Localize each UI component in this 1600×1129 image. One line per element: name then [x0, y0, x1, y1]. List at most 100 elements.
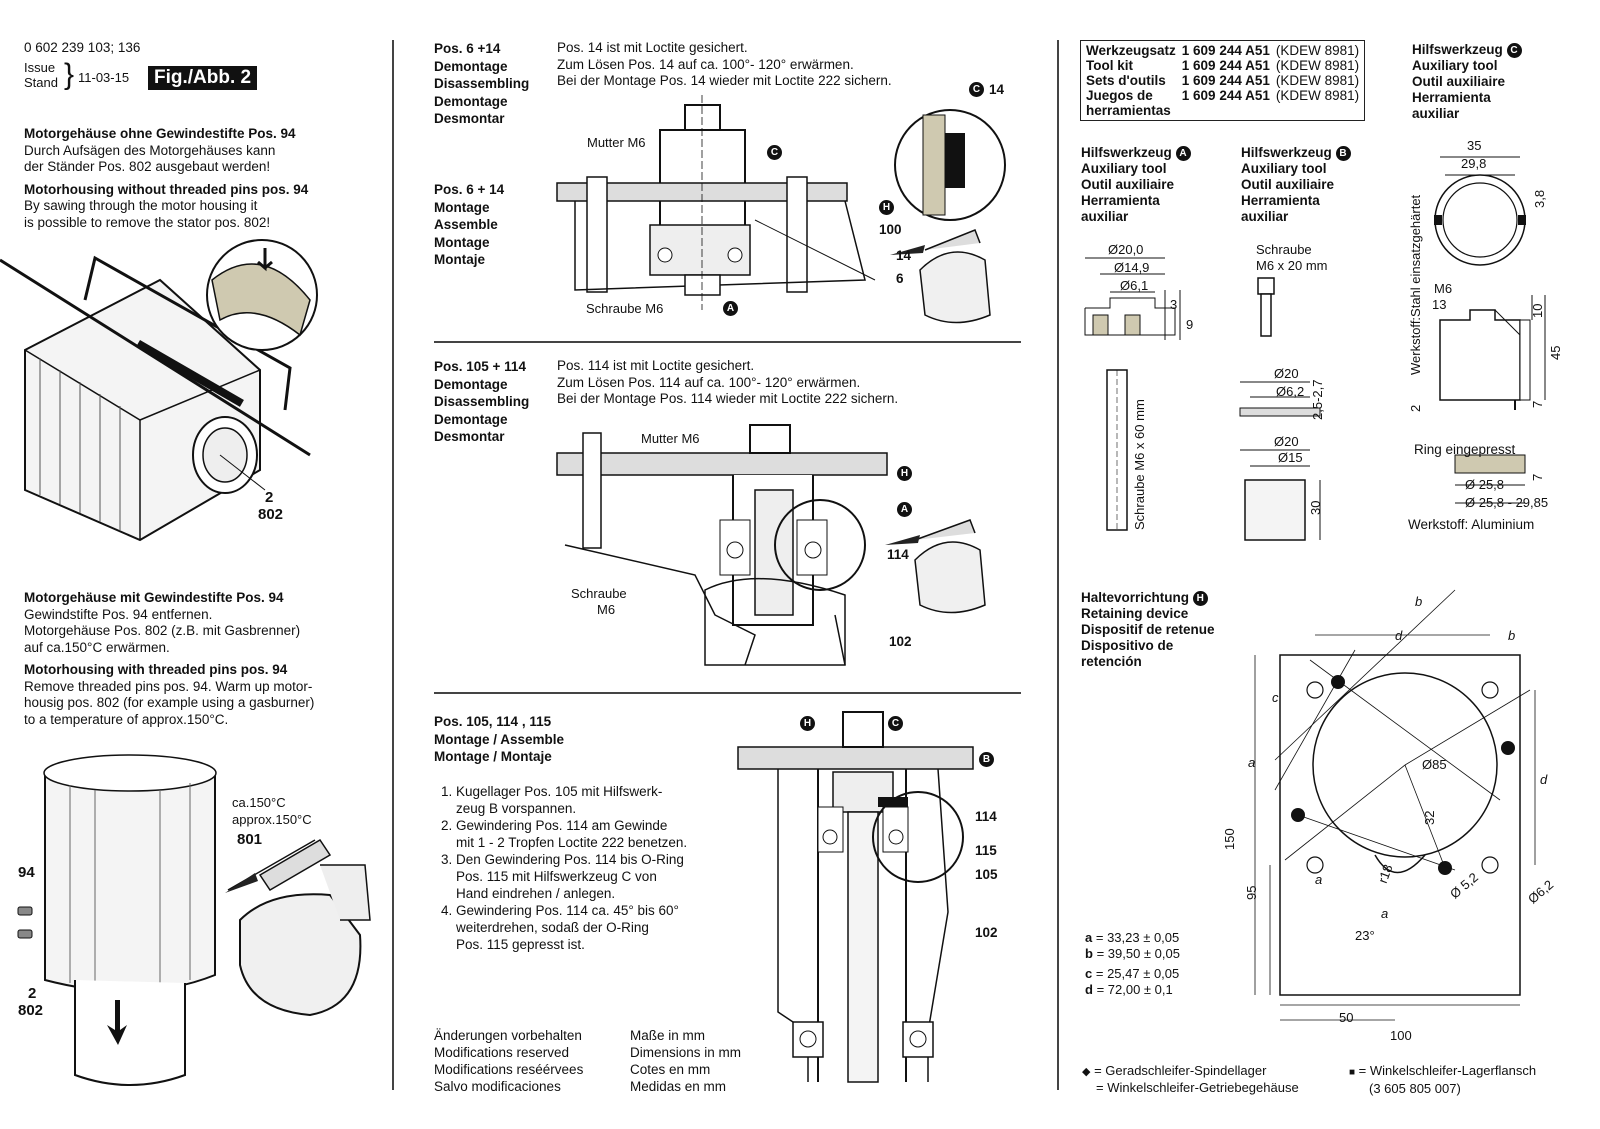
kit-cell: (KDEW 8981)	[1275, 58, 1360, 73]
stand-label: Stand	[24, 75, 58, 90]
sec1-text-de-2: der Ständer Pos. 802 ausgebaut werden!	[24, 159, 271, 174]
m3-step-1-line-2: zeug B vorspannen.	[456, 801, 577, 816]
tool-c-ring-h: 7	[1530, 473, 1545, 481]
m3-step-1-line-1: Kugellager Pos. 105 mit Hilfswerk-	[456, 784, 663, 799]
m3-assembly-drawing	[737, 711, 974, 1083]
ret-b1: b	[1415, 594, 1423, 609]
sec1-text-en-2: is possible to remove the stator pos. 80…	[24, 214, 271, 230]
tool-c-d2585: Ø 25,8 - 29,85	[1465, 495, 1549, 510]
tool-c-drawing	[1434, 156, 1546, 504]
fig1-label-802: 802	[258, 506, 284, 523]
m2-schraube: Schraube	[571, 586, 627, 601]
m1-badge-h: H	[879, 200, 894, 215]
tol-d-val: = 72,00 ± 0,1	[1096, 982, 1173, 997]
m3-step-1: Kugellager Pos. 105 mit Hilfswerk- zeug …	[456, 783, 687, 817]
sec1-block: Motorgehäuse ohne Gewindestifte Pos. 94 …	[24, 126, 308, 231]
sec2-title-de: Motorgehäuse mit Gewindestifte Pos. 94	[24, 590, 284, 605]
m3-label-105: 105	[975, 867, 998, 882]
tool-c-d258: Ø 25,8	[1465, 477, 1505, 492]
issue-block: Issue Stand	[24, 60, 58, 90]
sec1-text-de-1: Durch Aufsägen des Motorgehäuses kann	[24, 142, 276, 158]
tool-c-head-5: auxiliar	[1412, 106, 1460, 121]
kit-cell: (KDEW 8981)	[1275, 88, 1360, 103]
m2-label-114: 114	[887, 547, 909, 562]
tool-c-head-3: Outil auxiliaire	[1412, 74, 1506, 89]
sec2-title-en: Motorhousing with threaded pins pos. 94	[24, 662, 288, 677]
ret-a3: a	[1381, 906, 1389, 921]
sec1-title-de: Motorgehäuse ohne Gewindestifte Pos. 94	[24, 126, 296, 141]
footer-left-4: Salvo modificaciones	[434, 1079, 561, 1094]
m1-text-1: Pos. 14 ist mit Loctite gesichert.	[557, 40, 748, 55]
m1-mutter: Mutter M6	[587, 135, 646, 150]
ret-50: 50	[1339, 1010, 1354, 1025]
retain-badge: H	[1192, 590, 1208, 606]
m2-label-102: 102	[889, 634, 912, 649]
tool-b-screw: Schraube	[1256, 242, 1312, 257]
tool-a-head: Hilfswerkzeug A Auxiliary tool Outil aux…	[1081, 145, 1191, 225]
m3-head-2: Montage / Assemble	[434, 731, 565, 747]
tol-b-val: = 39,50 ± 0,05	[1096, 946, 1180, 961]
m3-step-3-line-3: Hand eindrehen / anlegen.	[456, 886, 616, 901]
m2-head: Pos. 105 + 114 Demontage Disassembling D…	[434, 358, 529, 446]
m1-label-14-detail: 14	[989, 82, 1005, 97]
retaining-device-drawing	[1254, 589, 1536, 1021]
m1-head: Pos. 6 +14 Demontage Disassembling Demon…	[434, 40, 529, 128]
m2-m6: M6	[597, 602, 616, 617]
kit-cell: 1 609 244 A51	[1181, 58, 1270, 73]
m1-badge-c-detail: C	[969, 82, 984, 97]
legend-r1: = Winkelschleifer-Lagerflansch	[1358, 1063, 1537, 1078]
tool-b-d20a: Ø20	[1274, 366, 1299, 381]
footer-right-1: Maße in mm	[630, 1028, 706, 1043]
tool-b-screw2: M6 x 20 mm	[1256, 258, 1328, 273]
footer-left-3: Modifications reséérvees	[434, 1062, 584, 1077]
legend-r2: (3 605 805 007)	[1369, 1081, 1461, 1096]
sec2-text-en-1: Remove threaded pins pos. 94. Warm up mo…	[24, 678, 313, 694]
m3-step-2-line-2: mit 1 - 2 Tropfen Loctite 222 benetzen.	[456, 835, 688, 850]
m2-head-3: Disassembling	[434, 394, 530, 409]
fig2-label-801: 801	[237, 831, 263, 848]
tool-b-d62: Ø6,2	[1276, 384, 1305, 399]
tool-c-h45: 45	[1548, 345, 1563, 360]
footer-left: Änderungen vorbehalten Modifications res…	[434, 1027, 583, 1095]
legend-left: ◆ = Geradschleifer-Spindellager = Winkel…	[1082, 1063, 1299, 1096]
retain-head-3: Dispositif de retenue	[1081, 622, 1215, 637]
fig2-temp-en: approx.150°C	[232, 812, 312, 827]
tolerances: a = 33,23 ± 0,05 b = 39,50 ± 0,05 c = 25…	[1085, 930, 1180, 998]
m1-badge-c: C	[767, 145, 782, 160]
ret-23: 23°	[1355, 928, 1375, 943]
m2-head-5: Desmontar	[434, 429, 505, 444]
kit-row: herramientas	[1083, 103, 1362, 118]
issue-label: Issue	[24, 60, 56, 75]
sec2-text-de-2: Motorgehäuse Pos. 802 (z.B. mit Gasbrenn…	[24, 623, 301, 638]
m1-label-6: 6	[896, 271, 904, 286]
m2-text: Pos. 114 ist mit Loctite gesichert. Zum …	[557, 358, 898, 408]
sec1-title-en: Motorhousing without threaded pins pos. …	[24, 181, 309, 197]
m1-label-14: 14	[896, 248, 912, 263]
m1-head2-1: Pos. 6 + 14	[434, 182, 505, 197]
tool-b-d20b: Ø20	[1274, 434, 1299, 449]
ret-100: 100	[1390, 1028, 1412, 1043]
section-divider-2	[434, 692, 1021, 694]
m3-label-115: 115	[975, 843, 997, 858]
m1-badge-a: A	[723, 301, 738, 316]
retain-head-2: Retaining device	[1081, 606, 1189, 621]
section-divider-1	[434, 341, 1021, 343]
m2-text-2: Zum Lösen Pos. 114 auf ca. 100°- 120° er…	[557, 374, 861, 390]
tol-c-val: = 25,47 ± 0,05	[1095, 966, 1180, 981]
tool-a-head-3: Outil auxiliaire	[1081, 177, 1175, 192]
motor-housing-burner-illustration	[17, 754, 371, 1086]
ret-c: c	[1272, 690, 1279, 705]
tool-c-head: Hilfswerkzeug C Auxiliary tool Outil aux…	[1412, 42, 1522, 122]
tool-a-h9: 9	[1186, 317, 1194, 332]
m3-head: Pos. 105, 114 , 115 Montage / Assemble M…	[434, 713, 564, 766]
ret-d85: Ø85	[1422, 757, 1447, 772]
motor-housing-saw-illustration	[0, 239, 318, 542]
m1-head-3: Disassembling	[434, 76, 530, 91]
tool-a-h3: 3	[1170, 297, 1178, 312]
m1-head2-5: Montaje	[434, 252, 486, 267]
m3-step-3-line-2: Pos. 115 mit Hilfswerkzeug C von	[456, 869, 657, 884]
kit-cell: Juegos de	[1086, 88, 1153, 103]
